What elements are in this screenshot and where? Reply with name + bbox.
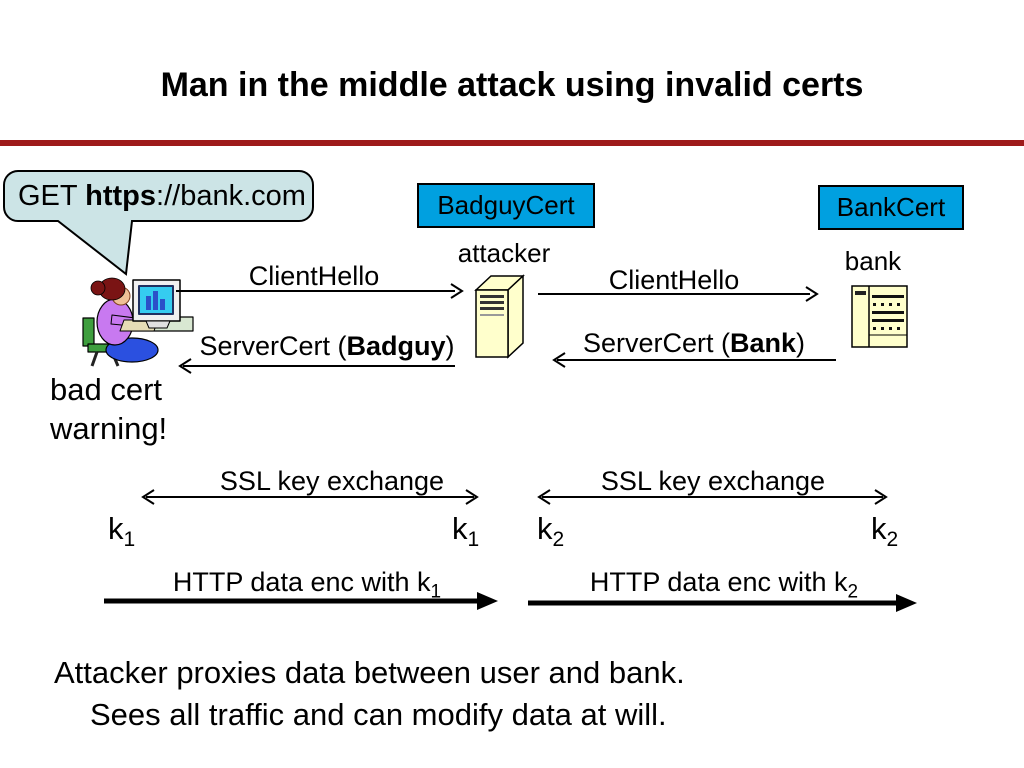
bubble-bold: https [85, 180, 157, 212]
bubble-prefix: GET [18, 180, 86, 212]
summary-line2: Sees all traffic and can modify data at … [90, 697, 667, 732]
attacker-label: attacker [457, 238, 551, 268]
clienthello-label-left: ClientHello [248, 261, 380, 291]
servercert-label-left: ServerCert (Badguy) [199, 331, 455, 361]
http-data-label-left: HTTP data enc with k1 [172, 567, 442, 603]
clienthello-label-right: ClientHello [608, 265, 740, 295]
bad-cert-warning-text: bad cert warning! [50, 372, 168, 446]
title-divider-line [0, 140, 1024, 146]
badguy-cert-label: BadguyCert [437, 190, 575, 220]
bank-cert-label: BankCert [836, 192, 946, 222]
bubble-suffix: ://bank.com [156, 180, 306, 212]
http-data-label-right: HTTP data enc with k2 [589, 567, 859, 603]
summary-text: Attacker proxies data between user and b… [54, 652, 685, 736]
ssl-exchange-label-right: SSL key exchange [600, 466, 826, 496]
slide-title: Man in the middle attack using invalid c… [160, 66, 864, 104]
key-label-k2-attacker: k2 [537, 511, 565, 552]
key-label-k2-bank: k2 [871, 511, 899, 552]
ssl-exchange-label-left: SSL key exchange [219, 466, 445, 496]
speech-bubble-text: GET https://bank.com [18, 171, 314, 221]
servercert-label-right: ServerCert (Bank) [582, 328, 806, 358]
badguy-cert-box: BadguyCert [417, 183, 595, 228]
summary-line1: Attacker proxies data between user and b… [54, 655, 685, 690]
key-label-k1-attacker: k1 [452, 511, 480, 552]
bank-label: bank [844, 246, 902, 276]
bank-cert-box: BankCert [818, 185, 964, 230]
key-label-k1-user: k1 [108, 511, 136, 552]
